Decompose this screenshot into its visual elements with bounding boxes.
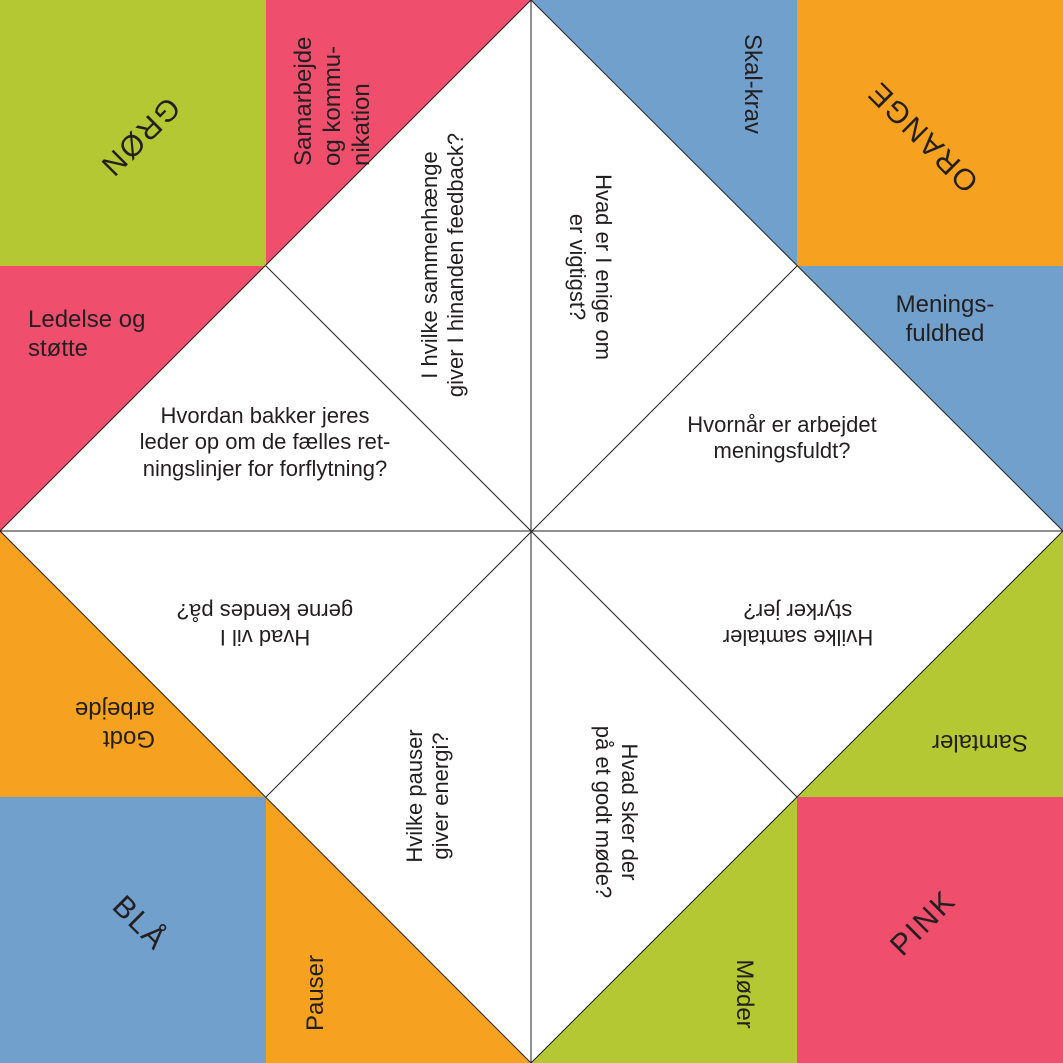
category-samtaler: Samtaler [931, 729, 1029, 756]
category-samarbejde: Samarbejde og kommu- nikation [290, 36, 375, 166]
category-skal-krav: Skal-krav [739, 33, 766, 135]
corner-label-blue: BLÅ [105, 889, 174, 958]
question-kendes: Hvad vil I gerne kendes på? [176, 598, 354, 650]
category-pauser: Pauser [302, 954, 329, 1032]
question-mode: Hvad sker der på et godt møde? [590, 725, 642, 899]
green-corner-square [0, 0, 266, 266]
corner-label-orange: ORANGE [861, 74, 986, 199]
question-enige: Hvad er I enige om er vigtigst? [564, 174, 616, 360]
orange-corner-square [797, 0, 1063, 266]
question-meningsfuldt: Hvornår er arbejdet meningsfuldt? [687, 412, 877, 464]
question-pauser: Hvilke pauser giver energi? [402, 729, 454, 863]
corner-label-pink: PINK [883, 883, 963, 963]
category-meningsfuldhed: Menings- fuldhed [895, 291, 995, 347]
category-ledelse: Ledelse og støtte [28, 306, 146, 362]
blue-corner-square [0, 797, 266, 1063]
question-samtaler: Hvilke samtaler styrker jer? [722, 598, 874, 650]
corner-label-green: GRØN [93, 90, 187, 184]
question-feedback: I hvilke sammenhænge giver I hinanden fe… [417, 132, 469, 398]
category-moder: Møder [731, 959, 758, 1029]
pink-corner-square [797, 797, 1063, 1063]
question-leder: Hvordan bakker jeres leder op om de fæll… [139, 403, 391, 481]
category-godt-arbejde: Godt arbejde [74, 696, 155, 752]
